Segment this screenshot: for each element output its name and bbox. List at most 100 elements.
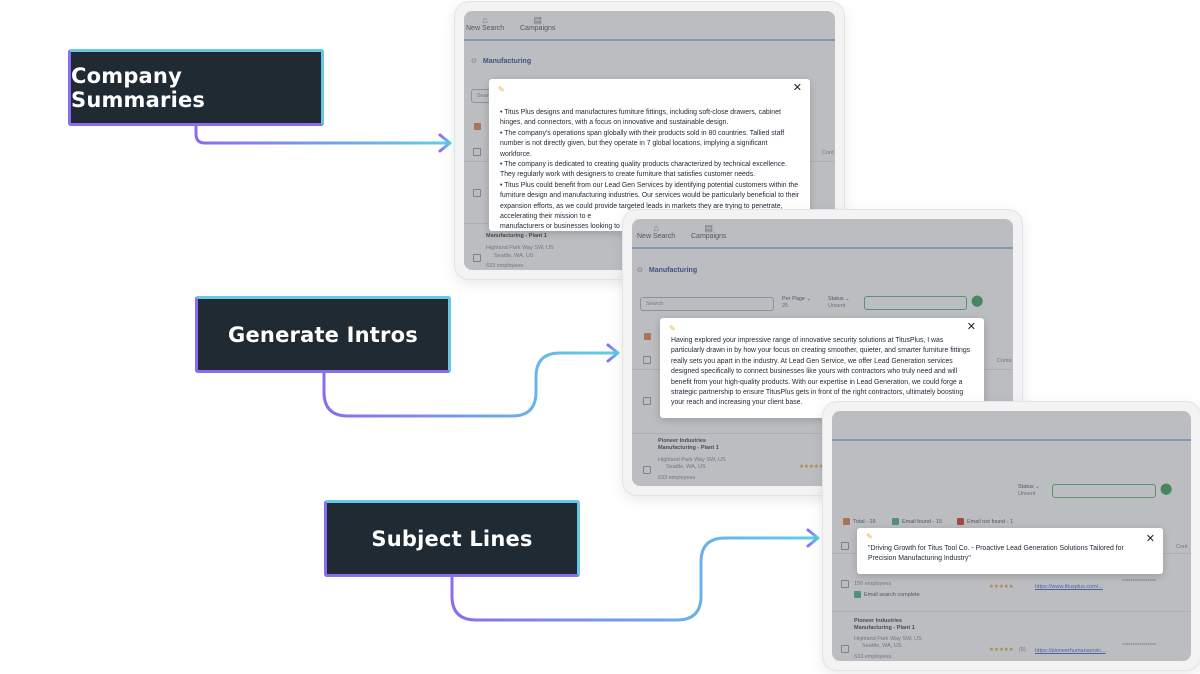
rating-count: (5) (1019, 647, 1026, 653)
subject-lines-text: Subject Lines (371, 526, 533, 551)
nav-new-search-label: New Search (466, 25, 505, 32)
pencil-icon[interactable]: ✎ (669, 324, 676, 333)
row-checkbox[interactable] (841, 645, 849, 653)
location-pin-icon: ⊙ (637, 267, 643, 274)
search-placeholder: Search (646, 301, 664, 307)
nav-campaigns[interactable]: ▤ Campaigns (520, 15, 555, 32)
company-name[interactable]: Pioneer Industries (854, 618, 902, 624)
email-not-found-swatch (957, 518, 964, 525)
rating-stars: ★★★★★ (799, 464, 824, 470)
filter-label: Manufacturing (648, 267, 698, 274)
company-website-link[interactable]: https://www.titusplus.com/... (1035, 584, 1103, 590)
status-label: Status (1018, 484, 1034, 490)
company-summaries-label: Company Summaries (68, 49, 324, 126)
nav-new-search[interactable]: ⌂ New Search (637, 223, 675, 240)
email-found-count: Email found - 15 (902, 519, 943, 525)
subject-lines-label: Subject Lines (324, 500, 580, 577)
per-page-label: Per Page (782, 296, 805, 302)
status-select[interactable]: Status ⌄Unsent (1018, 484, 1040, 497)
subject-line-popup: ✎ ✕ "Driving Growth for Titus Tool Co. -… (857, 528, 1163, 574)
select-all-checkbox[interactable] (841, 542, 849, 550)
generate-intros-label: Generate Intros (195, 296, 451, 373)
masked-contact: **************** (1122, 643, 1157, 649)
status-value: Unsent (1018, 490, 1036, 497)
row-checkbox[interactable] (473, 254, 481, 262)
pencil-icon[interactable]: ✎ (866, 532, 873, 541)
company-summary-popup: ✎ ✕ • Titus Plus designs and manufacture… (489, 79, 810, 231)
campaigns-icon: ▤ (704, 223, 713, 233)
nav-campaigns[interactable]: ▤ Campaigns (691, 223, 726, 240)
per-page-select[interactable]: Per Page ⌄25 (782, 296, 812, 309)
company-name[interactable]: Pioneer Industries (658, 438, 706, 444)
top-nav: ⌂ New Search ▤ Campaigns (632, 219, 1013, 249)
company-employees: 633 employees (854, 654, 892, 660)
status-label: Status (828, 296, 844, 302)
summary-point: • The company's operations span globally… (500, 129, 785, 158)
email-not-found-count: Email not found - 1 (967, 519, 1014, 525)
row-divider (632, 433, 1013, 434)
select-all-checkbox[interactable] (643, 356, 651, 364)
close-icon[interactable]: ✕ (966, 321, 976, 333)
subject-lines-screenshot: Status ⌄Unsent ⬤ Total - 16 Email found … (823, 402, 1200, 670)
summary-point: • The company is dedicated to creating q… (500, 161, 787, 179)
per-page-value: 25 (782, 302, 789, 309)
location-marker-icon[interactable]: ⬤ (1160, 483, 1173, 495)
intro-popup: ✎ ✕ Having explored your impressive rang… (660, 318, 984, 418)
search-input[interactable]: Search (640, 297, 774, 311)
nav-new-search-label: New Search (637, 233, 676, 240)
row-subtitle: Manufacturing - Plant 1 (486, 233, 547, 239)
company-subtitle: Manufacturing - Plant 1 (658, 445, 719, 451)
rating-stars: ★★★★★ (989, 647, 1014, 653)
close-icon[interactable]: ✕ (792, 82, 802, 94)
select-all-checkbox[interactable] (473, 148, 481, 156)
home-icon: ⌂ (653, 223, 659, 233)
company-employees: 156 employees (854, 581, 892, 587)
row-checkbox[interactable] (841, 580, 849, 588)
top-nav: ⌂ New Search ▤ Campaigns (464, 11, 835, 41)
arrowhead-2 (606, 343, 620, 363)
close-icon[interactable]: ✕ (1145, 533, 1155, 545)
generate-intros-screenshot: ⌂ New Search ▤ Campaigns ⊙ Manufacturing … (623, 210, 1022, 495)
generate-intros-text: Generate Intros (228, 322, 418, 347)
rating-stars: ★★★★★ (989, 584, 1014, 590)
industry-filter[interactable]: ⊙ Manufacturing (637, 266, 697, 274)
row-divider (832, 611, 1191, 612)
masked-contact: **************** (1122, 579, 1157, 585)
company-address: Highland Park Way SW, US (658, 457, 726, 463)
total-count: Total - 16 (853, 519, 876, 525)
company-subtitle: Manufacturing - Plant 1 (854, 625, 915, 631)
row-checkbox[interactable] (643, 466, 651, 474)
connector-2 (322, 351, 620, 418)
row-checkbox[interactable] (473, 189, 481, 197)
company-summaries-text: Company Summaries (71, 63, 206, 112)
company-address: Highland Park Way SW, US (854, 636, 922, 642)
date-range-input[interactable] (864, 296, 967, 310)
row-address-city: Seattle, WA, US (494, 253, 534, 259)
column-header-conta: Conta (997, 358, 1012, 364)
company-employees: 633 employees (658, 475, 696, 481)
row-employees: 633 employees (486, 263, 524, 269)
nav-new-search[interactable]: ⌂ New Search (466, 15, 504, 32)
date-range-input[interactable] (1052, 484, 1156, 498)
intro-paragraph: Having explored your impressive range of… (671, 337, 971, 407)
summary-point: • Titus Plus could benefit from our Lead… (500, 181, 800, 221)
total-swatch (644, 333, 651, 340)
subject-line: "Driving Growth for Titus Tool Co. - Pro… (868, 545, 1124, 562)
nav-campaigns-label: Campaigns (520, 25, 556, 32)
campaigns-icon: ▤ (533, 15, 542, 25)
company-address-city: Seattle, WA, US (666, 464, 706, 470)
summary-text: • Titus Plus designs and manufactures fu… (500, 108, 800, 233)
status-select[interactable]: Status ⌄Unsent (828, 296, 850, 309)
email-status: Email search complete (864, 592, 920, 598)
summary-point: manufacturers or businesses looking to (500, 223, 620, 231)
pencil-icon[interactable]: ✎ (498, 85, 505, 94)
company-website-link[interactable]: https://pioneerhumanservic... (1035, 648, 1106, 654)
location-marker-icon[interactable]: ⬤ (971, 295, 984, 307)
subject-text: "Driving Growth for Titus Tool Co. - Pro… (868, 544, 1153, 564)
industry-filter[interactable]: ⊙Manufacturing (471, 57, 531, 65)
home-icon: ⌂ (482, 15, 488, 25)
total-swatch (474, 123, 481, 130)
filter-label: Manufacturing (482, 58, 532, 65)
row-checkbox[interactable] (643, 397, 651, 405)
